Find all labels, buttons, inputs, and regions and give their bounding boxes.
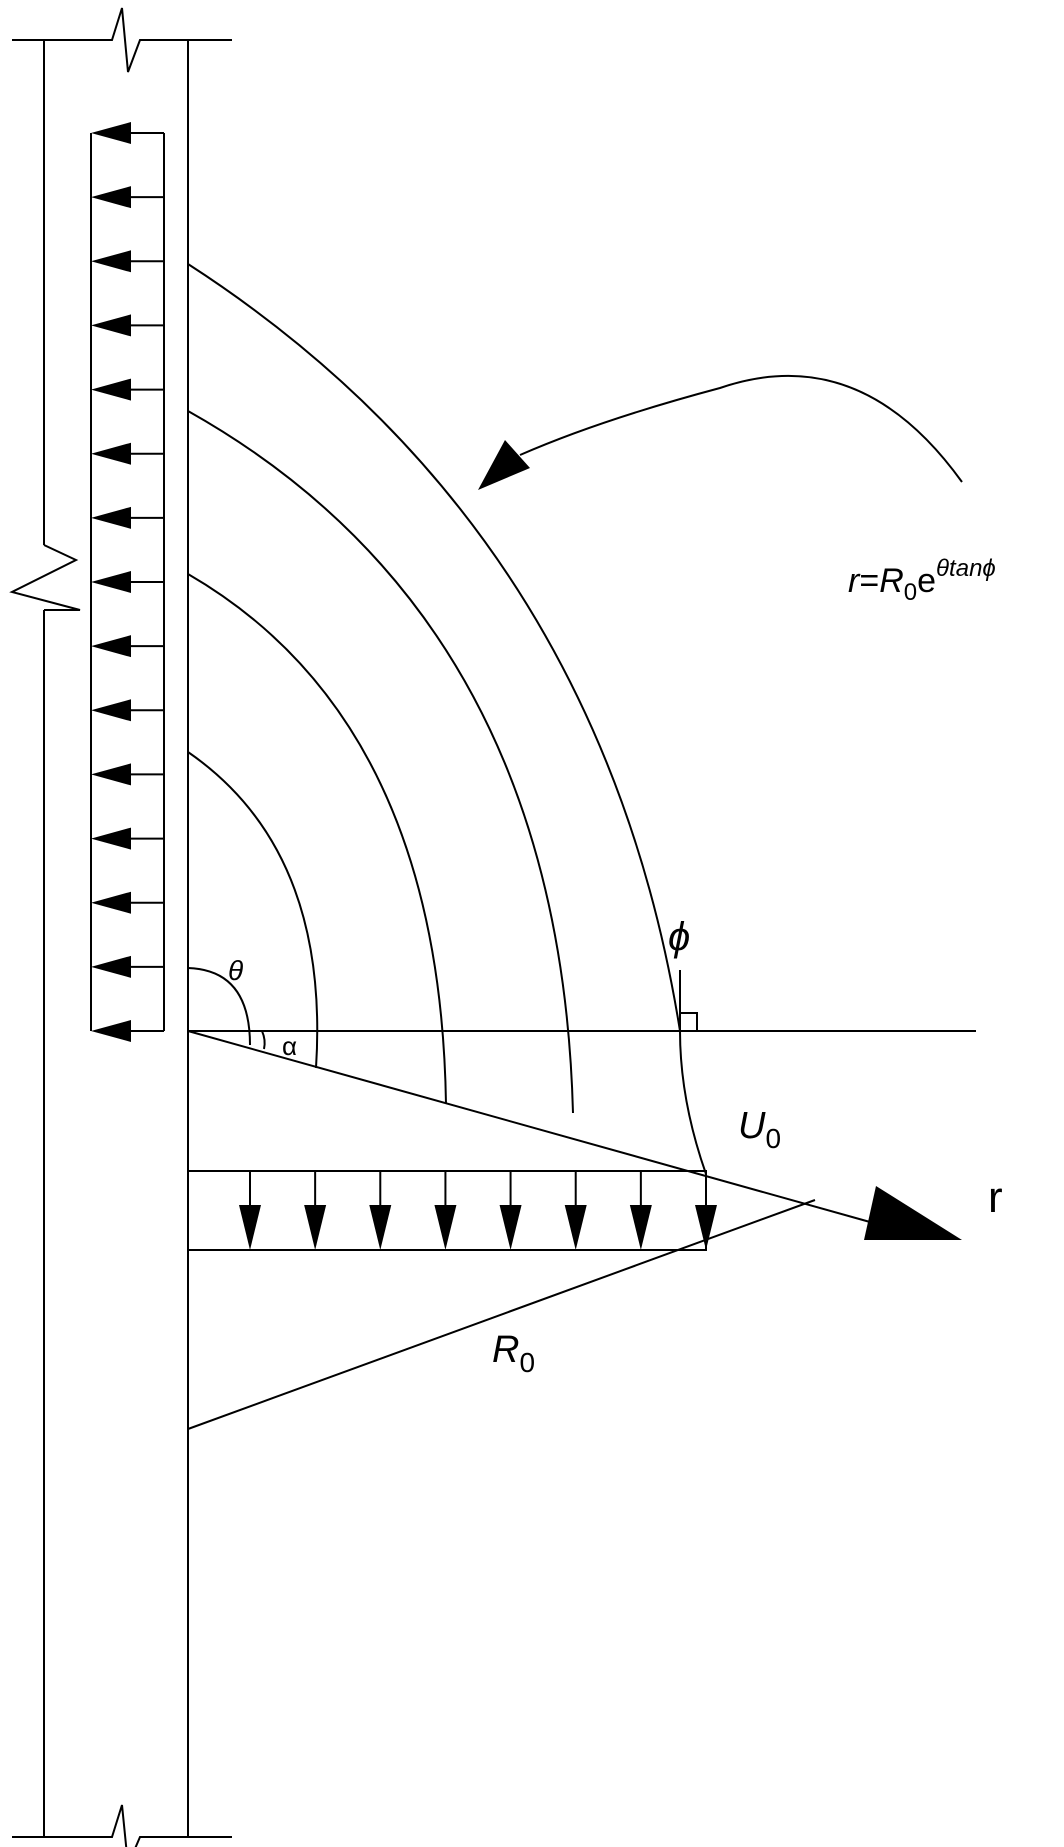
spiral-equation: r=R0eθtanϕ	[848, 555, 996, 606]
wall-top-break	[12, 7, 232, 73]
vload-arrow	[369, 1171, 392, 1250]
pointer-arc	[519, 374, 963, 483]
hload-arrow	[91, 827, 164, 850]
vload-arrow	[304, 1171, 327, 1250]
phi-label: ϕ	[668, 915, 690, 959]
hload-arrow	[91, 378, 164, 401]
pointer-arrowhead	[478, 440, 530, 490]
hload-arrow	[91, 571, 164, 593]
hload-arrow	[91, 1020, 164, 1042]
spiral-label-pointer	[478, 374, 963, 490]
right-angle-mark	[680, 1012, 698, 1031]
vload-arrow	[499, 1171, 522, 1250]
hload-arrow	[91, 763, 164, 786]
spiral-curve-outer	[187, 263, 707, 1175]
wall-bottom-break	[12, 1804, 232, 1847]
r-axis-label: r	[988, 1173, 1003, 1222]
hload-arrow	[91, 442, 164, 465]
phi-angle-marker	[679, 970, 698, 1031]
hload-arrow	[91, 186, 164, 209]
wall-side-break	[9, 544, 81, 611]
hload-arrow	[91, 506, 164, 529]
vload-arrow	[434, 1171, 457, 1250]
hload-arrow	[91, 955, 164, 978]
hload-arrow	[91, 250, 164, 273]
U0-label: U0	[738, 1105, 781, 1154]
theta-arc	[187, 967, 251, 1046]
base-load-block	[187, 1170, 717, 1251]
hload-arrow	[91, 699, 164, 722]
R0-label: R0	[492, 1329, 535, 1378]
log-spiral-curves	[187, 263, 707, 1175]
radial-line-r	[187, 1030, 871, 1223]
r-axis-arrowhead	[864, 1186, 962, 1240]
spiral-curve-inner	[187, 751, 319, 1069]
R0-line	[187, 1199, 816, 1430]
hload-arrow	[91, 122, 164, 144]
spiral-curve-2	[187, 573, 447, 1105]
vload-arrow	[695, 1171, 717, 1250]
vload-arrow	[564, 1171, 587, 1250]
horizontal-earth-pressure-load	[90, 122, 165, 1042]
theta-label: θ	[228, 955, 243, 986]
hload-arrow	[91, 314, 164, 337]
wall	[9, 7, 232, 1847]
hload-arrow	[91, 635, 164, 658]
spiral-curve-3	[187, 410, 574, 1114]
alpha-label: α	[282, 1031, 297, 1061]
alpha-arc	[261, 1030, 266, 1050]
vload-arrow	[239, 1171, 261, 1250]
hload-arrow	[91, 891, 164, 914]
vertical-surcharge-load	[239, 1171, 717, 1250]
vload-arrow	[629, 1171, 652, 1250]
